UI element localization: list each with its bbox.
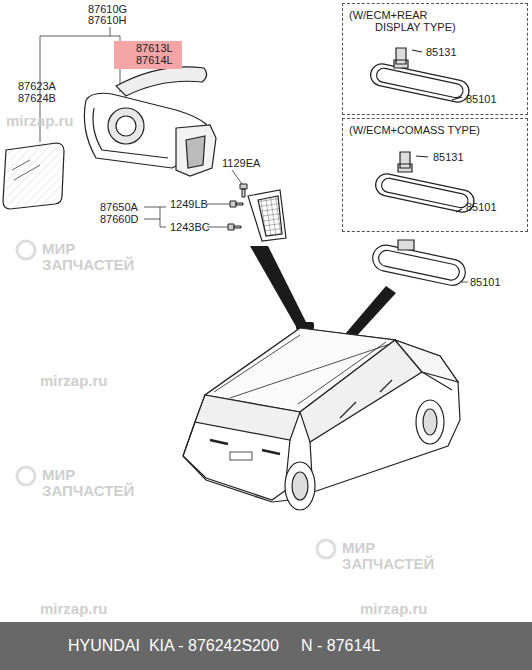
option-panel: (W/ECM+COMASS TYPE) 85131 85101 xyxy=(342,118,528,232)
part-number: 85101 xyxy=(470,276,501,288)
car-body xyxy=(183,328,460,510)
callout-number: 85131 xyxy=(426,46,457,58)
callout-number: 87613L xyxy=(136,42,173,54)
part-number: 87624B xyxy=(18,92,56,104)
part-number: 1129EA xyxy=(222,157,260,169)
watermark: mirzap.ru xyxy=(360,600,428,617)
watermark: МИР xyxy=(42,466,75,483)
leader-lines xyxy=(40,27,468,282)
part-number: 87660D xyxy=(100,213,139,225)
callout-number: 85101 xyxy=(466,201,497,213)
part-number: 1249LB xyxy=(170,198,208,210)
part-number: 87610G xyxy=(88,3,127,15)
triangle-cover xyxy=(248,190,286,241)
watermark: mirzap.ru xyxy=(40,600,108,617)
screws xyxy=(228,184,247,230)
panel-heading: (W/ECM+REAR DISPLAY TYPE) xyxy=(349,9,467,33)
highlight-box: 87613L87614L xyxy=(114,41,182,69)
footer-text: HYUNDAI KIA - 876242S200 N - 87614L xyxy=(0,637,380,655)
callout-number: 85131 xyxy=(433,151,464,163)
watermark: ЗАПЧАСТЕЙ xyxy=(42,482,134,499)
panel-heading: (W/ECM+COMASS TYPE) xyxy=(349,124,480,136)
watermark: МИР xyxy=(42,240,75,257)
part-number: 87623A xyxy=(18,80,56,92)
part-number: 1243BC xyxy=(170,221,210,233)
mirror-cover xyxy=(116,67,207,96)
watermark: mirzap.ru xyxy=(40,372,108,389)
watermark: ЗАПЧАСТЕЙ xyxy=(42,256,134,273)
callout-number: 85101 xyxy=(466,93,497,105)
option-panel: (W/ECM+REAR DISPLAY TYPE) 85131 85101 xyxy=(342,3,528,115)
inside-mirrors xyxy=(369,48,476,288)
footer-bar: HYUNDAI KIA - 876242S200 N - 87614L xyxy=(0,622,532,670)
part-number: 87610H xyxy=(88,14,127,26)
callout-number: 87614L xyxy=(136,54,173,66)
watermark: mirzap.ru xyxy=(6,112,74,129)
mirror-glass xyxy=(3,143,64,209)
watermark: ЗАПЧАСТЕЙ xyxy=(342,555,434,572)
mirror-housing xyxy=(84,93,216,176)
part-number: 87650A xyxy=(100,201,138,213)
watermark: МИР xyxy=(342,539,375,556)
